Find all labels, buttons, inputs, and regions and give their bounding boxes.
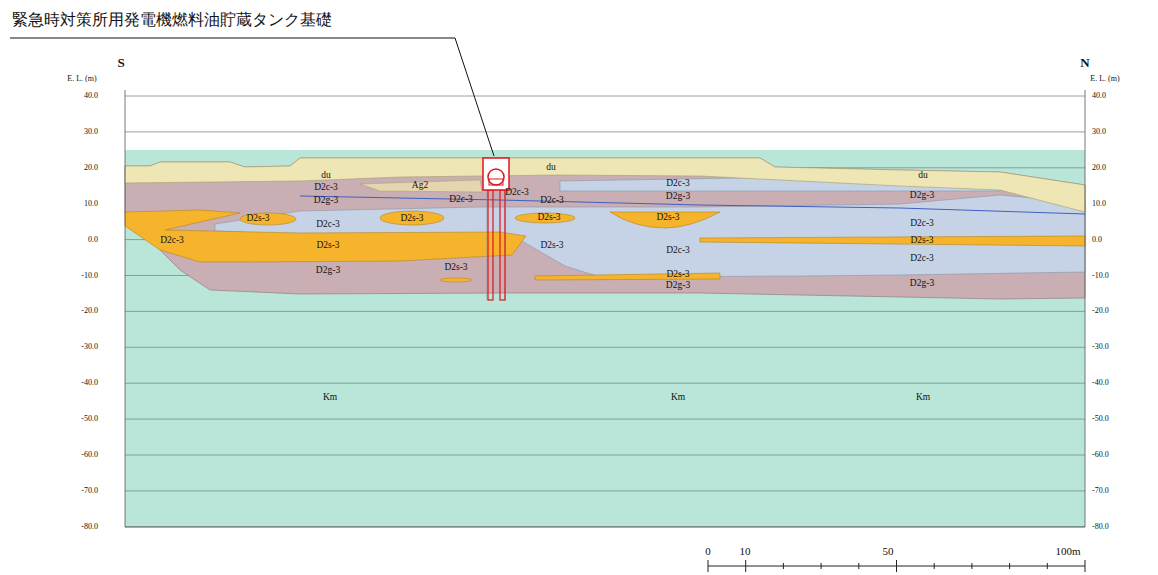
axis-tick-label: -10.0 [1092,272,1109,280]
layer-label: D2c-3 [449,195,473,205]
scale-bar [708,560,1085,572]
fill-layer [125,158,1085,212]
layer-label: D2c-3 [910,219,934,229]
layer-label: D2s-3 [537,213,560,223]
axis-tick-label: -80.0 [1092,523,1109,531]
axis-tick-label: -40.0 [1092,379,1109,387]
sand-lens [380,211,444,225]
axis-tick-label: -50.0 [81,415,98,423]
axis-tick-label: -30.0 [81,343,98,351]
pile-outline [487,190,488,300]
pile [500,190,505,300]
axis-tick-label: -70.0 [81,487,98,495]
axis-title: E. L. (m) [67,75,96,83]
axis-tick-label: 0.0 [88,236,98,244]
water-line [300,196,1085,214]
axis-tick-label: 40.0 [1092,92,1106,100]
axis-line [1085,90,1086,527]
direction-label: N [1080,56,1089,69]
sand-lens [440,278,472,282]
layer-label: D2c-3 [314,183,338,193]
scale-label: 0 [705,546,711,557]
grid-lines [125,96,1085,527]
axis-tick-label: -50.0 [1092,415,1109,423]
callout-label: 緊急時対策所用発電機燃料油貯蔵タンク基礎 [12,12,332,28]
axis-tick-label: 0.0 [1092,236,1102,244]
sand-lens [515,213,575,223]
axis-tick-label: 20.0 [1092,164,1106,172]
axis-tick-label: -60.0 [1092,451,1109,459]
direction-label: S [117,56,124,69]
axis-line [125,90,126,527]
layer-label: Ag2 [412,181,428,191]
layer-label: D2s-3 [246,214,269,224]
layer-label: D2g-3 [316,266,340,276]
axis-tick-label: 40.0 [84,92,98,100]
tank-foundation [483,158,509,190]
layer-label: Km [671,393,685,403]
axis-tick-label: 10.0 [1092,200,1106,208]
layer-label: du [918,171,928,181]
layer-label: D2c-3 [505,188,529,198]
tank [488,169,504,185]
layer-label: du [321,171,331,181]
sand-lens [610,212,720,228]
axis-tick-label: -70.0 [1092,487,1109,495]
layer-label: Km [916,393,930,403]
layer-label: D2g-3 [666,281,690,291]
axis-tick-label: 30.0 [84,128,98,136]
layer-label: D2c-3 [540,196,564,206]
axis-tick-label: -40.0 [81,379,98,387]
axis-tick-label: -20.0 [81,307,98,315]
axis-tick-label: -80.0 [81,523,98,531]
layer-label: D2s-3 [910,236,933,246]
layer-label: D2c-3 [666,246,690,256]
sand-layer [700,236,1085,246]
pile [488,190,493,300]
scale-label: 50 [883,546,894,557]
layer-label: D2c-3 [910,254,934,264]
axis-tick-label: -20.0 [1092,307,1109,315]
layer-label: D2g-3 [910,191,934,201]
layer-label: D2s-3 [656,213,679,223]
gravel-layer [125,158,1085,299]
tank-base [489,179,503,185]
sand-layer [125,210,526,262]
axis-tick-label: 30.0 [1092,128,1106,136]
scale-label: 100m [1055,546,1080,557]
scale-label: 10 [740,546,751,557]
layer-label: D2c-3 [316,220,340,230]
axis-tick-label: 20.0 [84,164,98,172]
layer-label: D2s-3 [666,270,689,280]
layer-label: D2c-3 [160,236,184,246]
layer-label: D2s-3 [444,263,467,273]
bedrock [125,150,1085,527]
axis-tick-label: -60.0 [81,451,98,459]
axis-tick-label: -30.0 [1092,343,1109,351]
sand-lens [240,213,296,225]
layer-label: D2g-3 [314,196,338,206]
axis-line [125,527,1085,528]
layer-label: D2g-3 [910,279,934,289]
layer-label: D2s-3 [400,214,423,224]
terrace-layer [360,180,482,192]
layer-label: Km [323,393,337,403]
axis-title: E. L. (m) [1090,75,1119,83]
sand-layer [535,273,720,280]
layer-label: D2c-3 [666,179,690,189]
layer-label: D2g-3 [666,192,690,202]
layer-label: D2s-3 [316,241,339,251]
layer-label: D2s-3 [540,241,563,251]
leader-line [10,38,494,156]
axis-tick-label: -10.0 [81,272,98,280]
axis-tick-label: 10.0 [84,200,98,208]
layer-label: du [546,163,556,173]
